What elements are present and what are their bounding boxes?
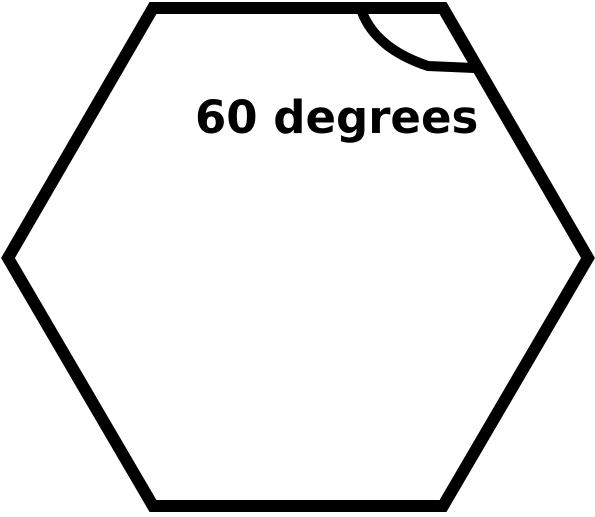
angle-arc-marker <box>357 7 479 73</box>
angle-label: 60 degrees <box>195 91 478 144</box>
